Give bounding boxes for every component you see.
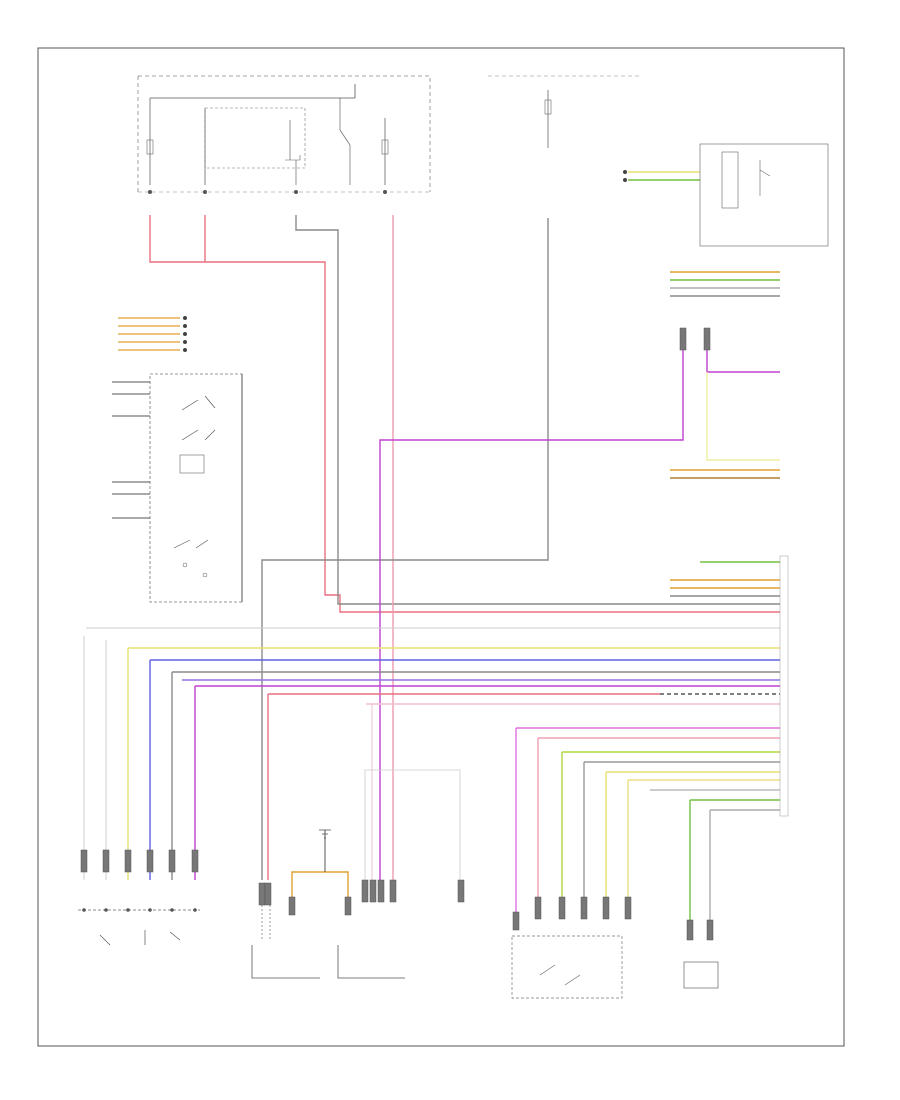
fuse-relay-box (137, 75, 431, 193)
accelerator-pedal-sensor (78, 908, 200, 946)
fuse-icon (381, 118, 389, 185)
wire-yellow-4 (627, 779, 780, 900)
throttle-valve-control-module (511, 935, 623, 999)
wire-gray-3 (171, 671, 780, 880)
wire-yellow-3 (605, 771, 780, 900)
wire-magenta-3 (194, 685, 780, 880)
wire-magenta-4 (515, 727, 780, 915)
top-wire-terminals (148, 190, 387, 194)
ground-symbol-icon (319, 829, 331, 839)
harness-connector-right (779, 555, 789, 817)
right-relay-box (623, 143, 829, 247)
wire-gray-1 (295, 215, 780, 605)
wire-harness (83, 215, 780, 925)
relay-switch-icon (204, 98, 351, 185)
wire-yellow-2 (127, 647, 780, 880)
fuse-icon (146, 98, 154, 185)
wire-pink-3 (537, 737, 780, 900)
wire-yellow-1 (706, 372, 780, 461)
wire-green-1 (689, 799, 780, 925)
wire-red-main (149, 215, 780, 613)
brake-light-switch (251, 905, 320, 979)
wire-blue-1 (149, 659, 780, 880)
fuse-box-2 (488, 75, 640, 148)
sensor-box-icon (683, 961, 719, 989)
wire-gray-4 (583, 761, 780, 900)
wire-gray-6 (709, 809, 780, 925)
steering-column-switch-module (112, 316, 243, 603)
wire-magenta-2 (706, 350, 780, 373)
connector-pin-icon (80, 327, 714, 941)
wire-lime-1 (561, 751, 780, 900)
clutch-position-sensor (319, 829, 405, 979)
wire-magenta-1 (379, 350, 684, 880)
diagram-frame (37, 47, 845, 1047)
wire-gray-2 (261, 218, 549, 880)
wire-red-3 (267, 693, 660, 880)
right-connector-wires (628, 171, 780, 597)
wire-orange-1 (291, 871, 349, 905)
